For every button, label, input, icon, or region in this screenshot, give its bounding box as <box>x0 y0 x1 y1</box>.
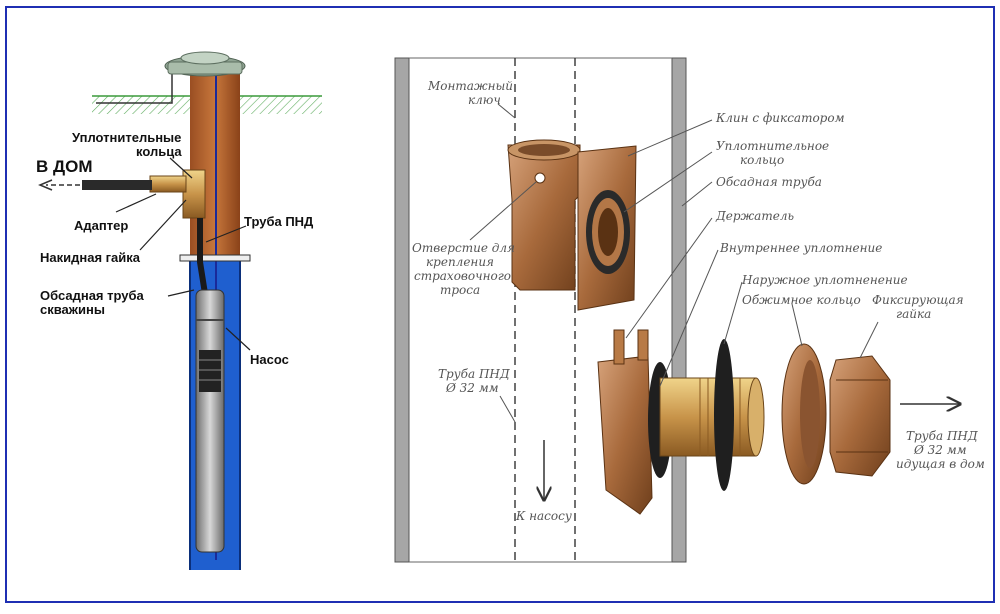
label-mount-key-1: Монтажный <box>427 79 513 93</box>
adapter-body <box>182 169 206 219</box>
label-wedge-lock: Клин с фиксатором <box>715 111 845 125</box>
label-holder: Держатель <box>715 209 794 223</box>
label-casing-pipe: Обсадная труба <box>716 175 822 189</box>
label-pnd-house-2: Ø 32 мм <box>913 443 967 457</box>
outer-seal <box>714 339 734 491</box>
label-casing-2: скважины <box>40 302 105 317</box>
label-to-house: В ДОМ <box>36 157 93 176</box>
label-union-nut: Накидная гайка <box>40 250 141 265</box>
label-pump: Насос <box>250 352 289 367</box>
left-well-diagram: Уплотнительные кольца В ДОМ Адаптер Труб… <box>36 51 322 570</box>
label-crimp-ring: Обжимное кольцо <box>742 293 861 307</box>
label-mount-key-2: ключ <box>468 93 501 107</box>
label-pnd-house-3: идущая в дом <box>896 457 985 471</box>
casing-flange <box>179 254 251 262</box>
label-seal-rings-1: Уплотнительные <box>72 130 181 145</box>
safety-rope-hole <box>534 172 546 184</box>
label-pnd-house-1: Труба ПНД <box>906 429 978 443</box>
union-nut <box>149 175 187 193</box>
label-seal-ring-1: Уплотнительное <box>716 139 829 153</box>
label-inner-seal: Внутреннее уплотнение <box>719 241 882 255</box>
label-pnd32-1: Труба ПНД <box>438 367 510 381</box>
right-adapter-exploded-diagram: Монтажный ключ Клин с фиксатором Уплотни… <box>394 57 985 563</box>
fixing-nut <box>829 355 891 477</box>
label-adapter: Адаптер <box>74 218 128 233</box>
ground-cable <box>96 70 173 104</box>
label-hole-1: Отверстие для <box>412 241 515 255</box>
pnd-pipe-left <box>197 218 209 301</box>
label-fixing-nut-1: Фиксирующая <box>872 293 964 307</box>
casing-wall-left <box>394 57 410 563</box>
label-to-pump: К насосу <box>515 509 572 523</box>
pipe-to-house <box>82 180 152 190</box>
label-outer-seal: Наружное уплотненение <box>741 273 908 287</box>
label-casing-1: Обсадная труба <box>40 288 145 303</box>
label-hole-3: страховочного <box>414 269 511 283</box>
label-hole-4: троса <box>440 283 480 297</box>
holder-bracket <box>597 355 653 515</box>
pump-intake <box>199 350 221 392</box>
label-seal-ring-2: кольцо <box>740 153 784 167</box>
label-seal-rings-2: кольца <box>136 144 182 159</box>
label-pnd32-2: Ø 32 мм <box>445 381 499 395</box>
pump-body <box>195 289 225 553</box>
label-hole-2: крепления <box>426 255 494 269</box>
label-fixing-nut-2: гайка <box>896 307 931 321</box>
adapter-upper-body <box>507 144 581 291</box>
label-pnd-pipe: Труба ПНД <box>244 214 314 229</box>
